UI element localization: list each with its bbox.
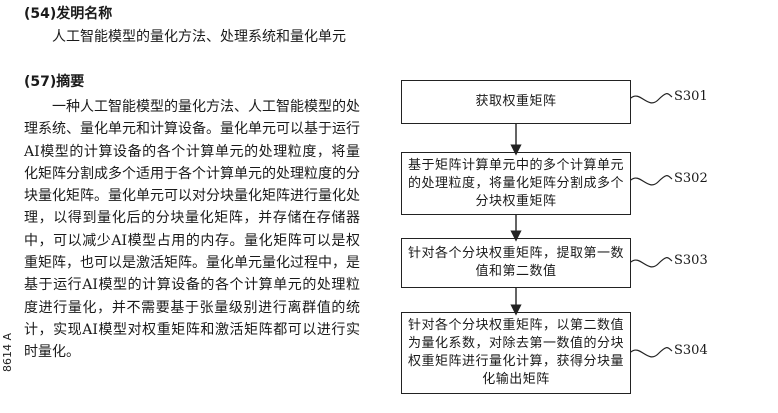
title-section-label: (54)发明名称	[24, 6, 113, 22]
flow-step-s302-box: 基于矩阵计算单元中的多个计算单元的处理粒度，将量化矩阵分割成多个分块权重矩阵	[401, 152, 631, 215]
invention-title: 人工智能模型的量化方法、处理系统和量化单元	[52, 29, 346, 45]
flow-step-s302-label: S302	[674, 171, 708, 186]
flow-step-s304-box: 针对各个分块权重矩阵，以第二数值为量化系数，对除去第一数值的分块权重矩阵进行量化…	[401, 312, 631, 394]
leader-s302	[630, 175, 673, 186]
abstract-text: 一种人工智能模型的量化方法、人工智能模型的处理系统、量化单元和计算设备。量化单元…	[24, 99, 360, 361]
flow-step-s301-box: 获取权重矩阵	[401, 80, 631, 124]
flow-step-s304-label: S304	[674, 343, 708, 358]
flow-step-s303-label: S303	[674, 253, 708, 268]
flow-step-s303-box: 针对各个分块权重矩阵，提取第一数值和第二数值	[401, 238, 631, 288]
flow-step-s301-label: S301	[674, 89, 708, 104]
leader-s303	[630, 257, 673, 268]
abstract-section-label: (57)摘要	[24, 74, 85, 90]
leader-s301	[630, 93, 673, 104]
leader-s304	[630, 347, 673, 358]
